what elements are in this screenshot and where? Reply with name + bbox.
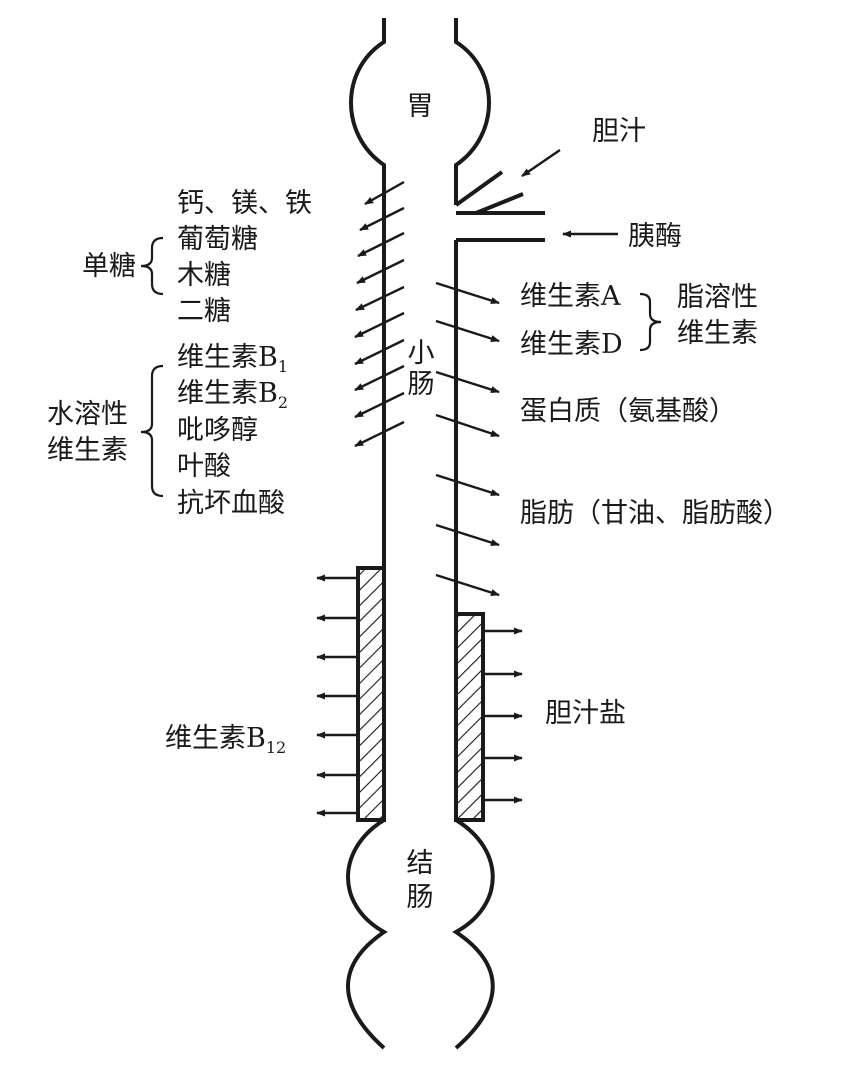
protein-label: 蛋白质（氨基酸） <box>520 396 736 427</box>
absorption-arrow-left <box>364 180 405 206</box>
water-soluble-vitamin-brace <box>140 364 164 498</box>
bile-input-arrow <box>521 149 561 177</box>
small-intestine-label-2: 肠 <box>408 369 435 400</box>
absorption-arrow-left <box>354 338 405 366</box>
vitamin-b2-label: 维生素B2 <box>177 378 288 412</box>
ileum-segment-left <box>356 566 386 822</box>
absorption-arrow-right <box>435 370 500 394</box>
disaccharides-label: 二糖 <box>177 296 231 327</box>
vitamin-b1-label: 维生素B1 <box>177 342 288 376</box>
absorption-arrow-left <box>354 420 405 448</box>
water-soluble-group-label-2: 维生素 <box>47 435 128 466</box>
gi-tract-outline <box>346 18 545 1050</box>
absorption-arrow-right <box>435 281 500 305</box>
tract-left-wall <box>346 18 388 1050</box>
vitamin-a-label: 维生素A <box>520 281 621 312</box>
absorption-arrow-right <box>435 473 500 497</box>
fat-soluble-group-label-2: 维生素 <box>677 318 758 349</box>
small-intestine-label-1: 小 <box>408 338 435 369</box>
bile-duct-line-2 <box>475 192 524 215</box>
xylose-label: 木糖 <box>177 260 231 291</box>
stomach-label: 胃 <box>407 91 434 122</box>
absorption-arrow-left <box>355 285 405 312</box>
absorption-arrow-left <box>357 231 405 258</box>
fat-soluble-vitamin-brace <box>639 292 662 352</box>
absorption-arrow-right <box>435 319 500 343</box>
fat-label: 脂肪（甘油、脂肪酸） <box>520 498 790 529</box>
tract-right-wall-lower <box>452 240 495 1050</box>
absorption-arrow-left <box>354 311 405 339</box>
glucose-label: 葡萄糖 <box>177 224 258 255</box>
vitamin-d-label: 维生素D <box>520 329 623 360</box>
folic-acid-label: 叶酸 <box>177 451 231 482</box>
colon-label-2: 肠 <box>407 882 434 913</box>
monosaccharide-brace <box>140 236 164 296</box>
absorption-arrow-left <box>356 258 405 285</box>
absorption-arrow-left <box>354 364 405 392</box>
fat-soluble-group-label-1: 脂溶性 <box>677 282 758 313</box>
water-soluble-group-label-1: 水溶性 <box>47 399 128 430</box>
monosaccharides-group-label: 单糖 <box>82 251 136 282</box>
pyridoxine-label: 吡哆醇 <box>177 415 258 446</box>
absorption-arrow-right <box>435 573 500 597</box>
pancreatic-enzymes-label: 胰酶 <box>628 221 682 252</box>
ileum-segment-right <box>454 612 485 822</box>
absorption-arrow-left <box>359 206 405 232</box>
bile-label: 胆汁 <box>592 116 646 147</box>
tract-right-wall-upper <box>454 18 491 205</box>
bile-duct-line <box>454 170 504 207</box>
ascorbic-acid-label: 抗坏血酸 <box>177 488 285 519</box>
bile-salts-label: 胆汁盐 <box>545 698 626 729</box>
vitamin-b12-label: 维生素B12 <box>165 723 286 757</box>
minerals-label: 钙、镁、铁 <box>177 188 312 219</box>
colon-label-1: 结 <box>407 848 434 879</box>
absorption-arrow-right <box>435 523 500 547</box>
absorption-arrow-left <box>354 391 405 419</box>
absorption-arrow-right <box>435 413 500 438</box>
